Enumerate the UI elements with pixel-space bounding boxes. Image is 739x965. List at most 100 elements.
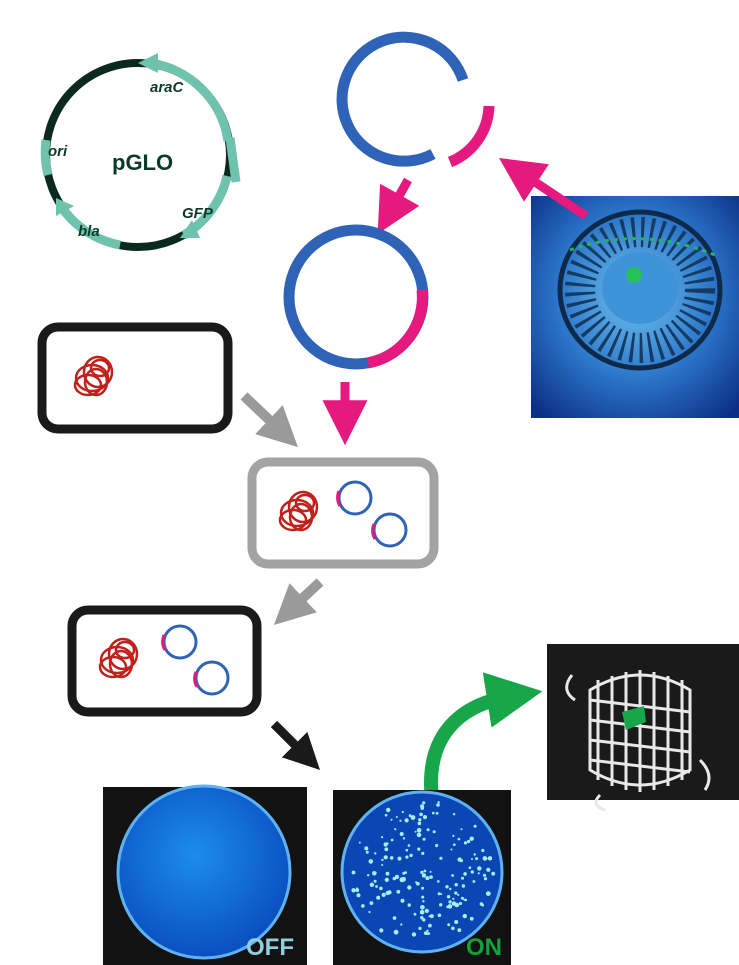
colony-dot (453, 843, 456, 846)
plating-arrow (270, 720, 321, 771)
colony-dot (421, 851, 425, 856)
colony-dot (414, 830, 417, 833)
jellyfish-photo (531, 196, 739, 418)
colony-dot (463, 898, 466, 901)
bla-arrow-icon (56, 198, 74, 216)
colony-dot (447, 923, 451, 927)
colony-dot (428, 923, 432, 928)
colony-dot (469, 916, 474, 921)
colony-dot (437, 880, 440, 883)
colony-dot (451, 926, 455, 931)
colony-dot (439, 856, 443, 860)
colony-dot (481, 848, 485, 853)
colony-dot (384, 847, 389, 852)
colony-dot (407, 903, 411, 907)
colony-dot (419, 909, 425, 915)
colony-dot (457, 928, 462, 933)
colony-dot (394, 874, 400, 880)
colony-dot (376, 895, 381, 900)
colony-dot (440, 893, 443, 896)
chromosome (98, 637, 139, 679)
colony-dot (437, 892, 441, 896)
colony-dot (483, 877, 488, 881)
colony-dot (358, 841, 361, 844)
colony-dot (432, 830, 436, 834)
plasmid-copy (336, 480, 373, 516)
colony-dot (368, 910, 371, 914)
colony-dot (418, 818, 422, 822)
colony-dot (429, 914, 434, 919)
gfp-gene-fragment (447, 105, 495, 168)
colony-dot (457, 893, 460, 896)
colony-dot (450, 848, 453, 851)
gfp-protein-structure-photo (547, 644, 739, 812)
plate-photo-on: ON (333, 790, 511, 965)
colony-dot (420, 870, 424, 875)
colony-dot (422, 801, 426, 805)
colony-dot (381, 892, 386, 898)
colony-dot (404, 818, 409, 823)
colony-dot (393, 929, 399, 935)
chromosome (73, 355, 114, 397)
ori-label: ori (48, 143, 68, 160)
colony-dot (428, 915, 431, 918)
recombinant-plasmid (283, 224, 429, 370)
off-label: OFF (246, 934, 294, 961)
colony-dot (454, 891, 458, 895)
ori-gene-segment (40, 139, 53, 177)
colony-dot (422, 918, 426, 922)
colony-dot (421, 895, 425, 899)
colony-dot (435, 843, 439, 847)
glowing-colonies (351, 801, 496, 937)
colony-dot (351, 870, 356, 875)
colony-dot (375, 885, 378, 888)
bacterium-transformed (67, 605, 262, 717)
colony-dot (395, 816, 398, 818)
colony-dot (460, 896, 464, 900)
colony-dot (381, 864, 384, 866)
colony-dot (485, 891, 491, 896)
colony-dot (419, 812, 423, 817)
colony-dot (481, 903, 485, 907)
colony-dot (356, 887, 359, 890)
araC-arrow-icon (138, 53, 158, 73)
colony-dot (399, 819, 402, 822)
colony-dot (402, 871, 406, 875)
colony-dot (449, 887, 452, 891)
colony-dot (365, 850, 369, 854)
colony-dot (418, 926, 422, 931)
colony-dot (423, 931, 428, 935)
colony-dot (420, 905, 425, 910)
colony-dot (421, 886, 425, 890)
colony-dot (374, 852, 377, 855)
colony-dot (448, 900, 452, 904)
colony-dot (475, 857, 479, 861)
colony-dot (389, 856, 394, 860)
colony-dot (409, 853, 413, 858)
colony-dot (390, 838, 394, 842)
colony-dot (429, 875, 433, 879)
colony-dot (407, 885, 412, 890)
colony-dot (435, 811, 439, 815)
colony-dot (454, 920, 459, 924)
colony-dot (356, 893, 361, 898)
colony-dot (436, 803, 440, 807)
colony-dot (369, 901, 374, 905)
colony-dot (458, 901, 463, 906)
colony-dot (405, 855, 409, 859)
colony-dot (386, 842, 389, 845)
colony-dot (461, 884, 466, 888)
colony-dot (437, 913, 442, 918)
colony-dot (426, 828, 430, 832)
colony-dot (400, 923, 403, 926)
cut-plasmid (336, 31, 469, 167)
colony-dot (457, 857, 462, 862)
colony-dot (397, 856, 402, 861)
colony-dot (364, 846, 369, 851)
colony-dot (408, 814, 412, 818)
gfp-label: GFP (182, 205, 214, 222)
colony-dot (461, 876, 464, 880)
colony-dot (482, 873, 487, 877)
plasmid-copy (371, 512, 408, 548)
colony-dot (471, 858, 473, 860)
